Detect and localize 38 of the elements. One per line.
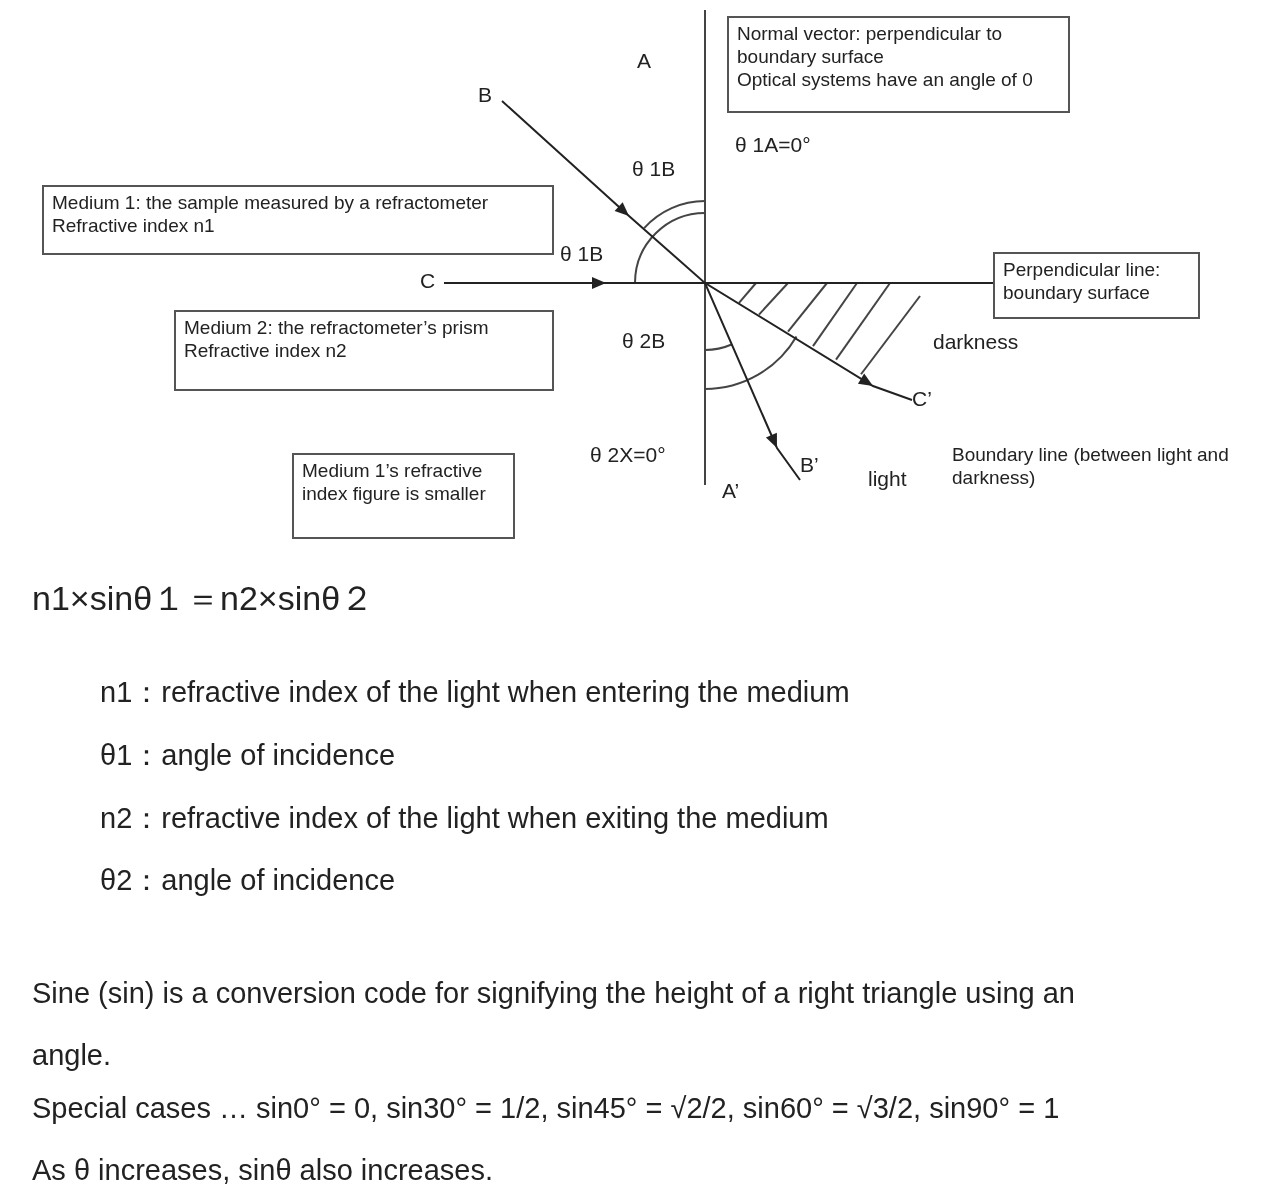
definition-text: n2：refractive index of the light when exiting the medium [100, 801, 829, 836]
angle-label: θ 2B [622, 328, 666, 354]
angle-label: θ 1A=0° [735, 132, 811, 158]
light-ray [501, 100, 801, 481]
point-letter: B’ [800, 452, 830, 480]
box-text: Refractive index n2 [184, 339, 348, 362]
angle-label: θ 2X=0° [590, 442, 666, 468]
body-text: Special cases … sin0° = 0, sin30° = 1/2, sin45° = √2/2, sin60° = √3/2, sin90° = 1 [32, 1091, 1060, 1126]
box-text: Medium 1’s refractive index figure is smaller [302, 459, 487, 505]
point-letter: A [637, 48, 651, 74]
box-text: Medium 1: the sample measured by a refractometer [52, 191, 490, 214]
box-text: Perpendicular line: boundary surface [1003, 258, 1162, 304]
text-box [727, 16, 1070, 113]
text-box [993, 252, 1200, 319]
definition-text: θ2：angle of incidence [100, 863, 396, 898]
box-text: Optical systems have an angle of 0 [737, 68, 1034, 91]
region-label: darkness [933, 329, 1019, 355]
point-letter: C’ [912, 386, 940, 414]
boundary-line [704, 282, 994, 284]
definition-text: n1：refractive index of the light when entering the medium [100, 675, 850, 710]
definition-text: θ1：angle of incidence [100, 738, 396, 773]
region-label: light [868, 466, 907, 492]
angle-label: θ 1B [560, 241, 604, 267]
box-text: Medium 2: the refractometer’s prism [184, 316, 490, 339]
box-text: Normal vector: perpendicular to boundary surface [737, 22, 1004, 68]
angle-label: θ 1B [632, 156, 676, 182]
box-text: Refractive index n1 [52, 214, 216, 237]
text-box [174, 310, 554, 391]
point-letter: A’ [722, 478, 740, 504]
formula: n1×sinθ１＝n2×sinθ２ [32, 578, 375, 618]
light-ray [443, 277, 913, 401]
text-box [292, 453, 515, 539]
boundary-note: Boundary line (between light and darkness) [952, 443, 1230, 489]
point-letter: C [420, 268, 444, 296]
body-text: As θ increases, sinθ also increases. [32, 1153, 493, 1188]
body-text: Sine (sin) is a conversion code for signifying the height of a right triangle using an angle. [32, 976, 1076, 1073]
point-letter: B [478, 82, 502, 110]
text-box [42, 185, 554, 255]
